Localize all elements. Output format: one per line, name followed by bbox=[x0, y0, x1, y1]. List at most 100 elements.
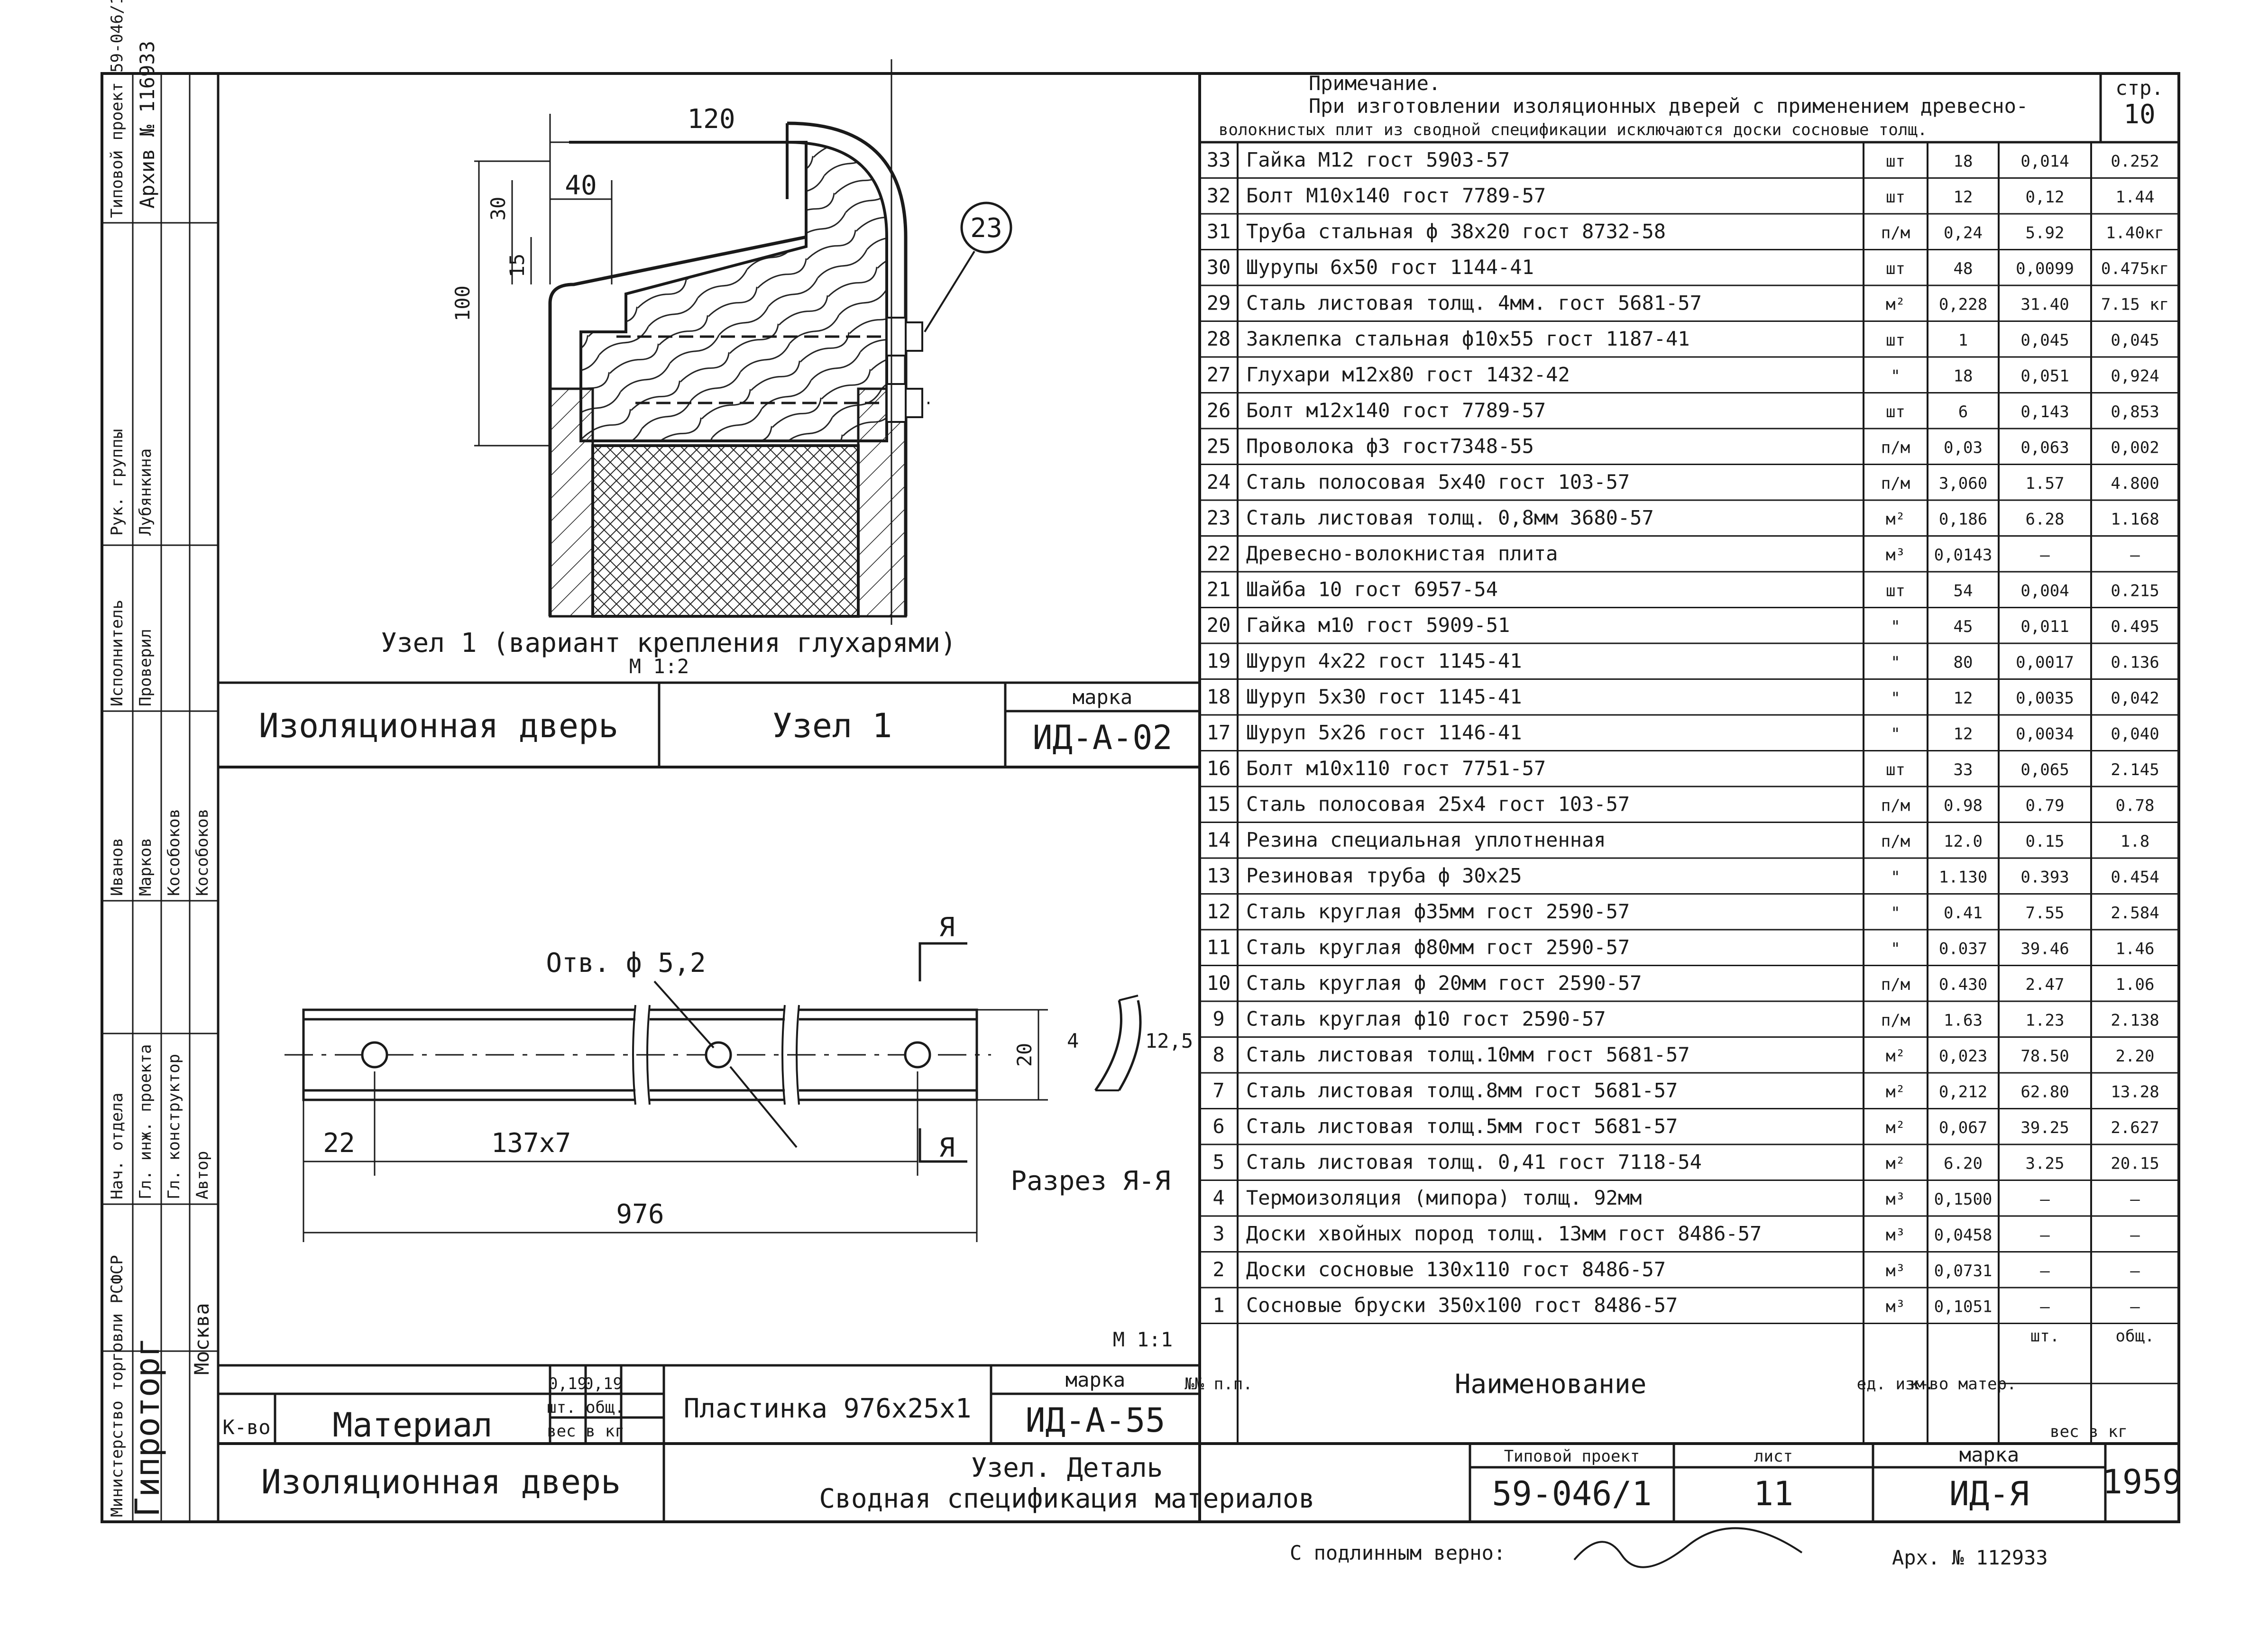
spec-cell-pos: 31 bbox=[1207, 219, 1231, 243]
spec-cell-w1: 0,0034 bbox=[2016, 724, 2074, 743]
spec-cell-w1: 0,051 bbox=[2020, 366, 2069, 385]
dim-12-5: 12,5 bbox=[1145, 1029, 1193, 1052]
spec-cell-unit: п/м bbox=[1881, 474, 1910, 493]
spec-cell-pos: 32 bbox=[1207, 184, 1231, 207]
spec-cell-pos: 5 bbox=[1212, 1150, 1224, 1173]
spec-cell-name: Сталь листовая толщ. 4мм. гост 5681-57 bbox=[1246, 291, 1702, 314]
spec-cell-qty: 0,24 bbox=[1944, 223, 1983, 242]
spec-cell-w1: 7.55 bbox=[2026, 904, 2065, 923]
node-1-scale: М 1:2 bbox=[629, 655, 689, 678]
signature bbox=[1573, 1527, 1803, 1568]
sheet-no: 10 bbox=[2123, 99, 2155, 130]
spec-cell-w2: 1.168 bbox=[2111, 510, 2159, 529]
project-label: Типовой проект bbox=[1504, 1447, 1640, 1466]
spec-cell-name: Резина специальная уплотненная bbox=[1246, 828, 1606, 851]
spec-cell-unit: шт bbox=[1886, 581, 1905, 600]
spec-cell-w2: 0,853 bbox=[2111, 402, 2159, 421]
spec-cell-w2: 0,924 bbox=[2111, 366, 2159, 385]
spec-cell-w2: 0.215 bbox=[2111, 581, 2159, 600]
spec-cell-w1: 62.80 bbox=[2020, 1082, 2069, 1101]
spec-cell-w2: 13.28 bbox=[2111, 1082, 2159, 1101]
spec-cell-qty: 18 bbox=[1954, 152, 1973, 171]
main-mark: ИД-Я bbox=[1949, 1474, 2029, 1513]
node-1-caption: Узел 1 (вариант крепления глухарями) bbox=[381, 628, 956, 658]
spec-cell-qty: 54 bbox=[1954, 581, 1973, 600]
plate-drawing: Отв. ф 5,2 22 137х7 976 20 Я Я 4 12,5 bbox=[285, 912, 1193, 1351]
stamp-name-2: Марков bbox=[136, 838, 155, 896]
spec-cell-name: Древесно-волокнистая плита bbox=[1246, 542, 1558, 565]
spec-cell-w1: 0,045 bbox=[2020, 331, 2069, 350]
spec-cell-w2: 2.627 bbox=[2111, 1118, 2159, 1137]
spec-cell-unit: п/м bbox=[1881, 1011, 1910, 1030]
spec-cell-name: Труба стальная ф 38х20 гост 8732-58 bbox=[1246, 219, 1666, 243]
section-mark-top: Я bbox=[939, 912, 955, 943]
spec-cell-name: Шуруп 5х26 гост 1146-41 bbox=[1246, 721, 1522, 744]
stamp-role-3: Гл. конструктор bbox=[165, 1054, 184, 1199]
dim-100: 100 bbox=[451, 285, 474, 321]
tb1-mark-label: марка bbox=[1073, 686, 1132, 709]
spec-cell-w1: 5.92 bbox=[2026, 223, 2065, 242]
stamp-ministry: Министерство торговли РСФСР bbox=[108, 1255, 127, 1517]
stamp-role-1: Нач. отдела bbox=[108, 1093, 127, 1199]
spec-cell-unit: м³ bbox=[1886, 1262, 1905, 1280]
note-line-2: волокнистых плит из сводной спецификации… bbox=[1219, 120, 1927, 139]
spec-cell-unit: п/м bbox=[1881, 975, 1910, 994]
dim-4: 4 bbox=[1067, 1029, 1079, 1052]
spec-cell-pos: 7 bbox=[1212, 1079, 1224, 1102]
spec-cell-qty: 0,0143 bbox=[1934, 546, 1993, 565]
spec-cell-w1: — bbox=[2040, 1190, 2050, 1209]
spec-cell-name: Сталь круглая ф80мм гост 2590-57 bbox=[1246, 935, 1630, 959]
spec-cell-unit: " bbox=[1891, 939, 1900, 958]
dim-20: 20 bbox=[1013, 1043, 1036, 1067]
spec-cell-name: Сталь круглая ф 20мм гост 2590-57 bbox=[1246, 971, 1642, 995]
main-mark-label: марка bbox=[1959, 1443, 2019, 1466]
spec-cell-w2: 0.252 bbox=[2111, 152, 2159, 171]
stamp-head-role: Рук. группы bbox=[108, 429, 127, 536]
tb2-part-name: Пластинка 976х25х1 bbox=[684, 1393, 972, 1424]
dim-976: 976 bbox=[616, 1199, 664, 1230]
spec-cell-qty: 0,0458 bbox=[1934, 1225, 1993, 1244]
spec-cell-pos: 1 bbox=[1212, 1293, 1224, 1317]
spec-cell-w1: 0,063 bbox=[2020, 438, 2069, 457]
dim-120: 120 bbox=[687, 104, 735, 135]
spec-cell-pos: 19 bbox=[1207, 649, 1231, 672]
spec-cell-pos: 9 bbox=[1212, 1007, 1224, 1030]
spec-cell-pos: 30 bbox=[1207, 256, 1231, 279]
spec-head-pos: №№ п.п. bbox=[1185, 1374, 1252, 1393]
main-title-block: Изоляционная дверь Узел. Деталь Сводная … bbox=[261, 1443, 2182, 1522]
spec-cell-w2: 2.145 bbox=[2111, 760, 2159, 779]
stamp-name-4: Кособоков bbox=[193, 809, 212, 896]
spec-cell-w2: — bbox=[2130, 1190, 2140, 1209]
project-number: 59-046/1 bbox=[1492, 1474, 1652, 1513]
spec-cell-qty: 0,186 bbox=[1939, 510, 1987, 529]
spec-cell-w2: 0,040 bbox=[2111, 724, 2159, 743]
spec-cell-unit: шт bbox=[1886, 402, 1905, 421]
spec-cell-w2: — bbox=[2130, 1225, 2140, 1244]
spec-head-unit: ед. изм. bbox=[1857, 1374, 1935, 1393]
spec-cell-qty: 0.430 bbox=[1939, 975, 1987, 994]
section-label: Разрез Я-Я bbox=[1010, 1166, 1170, 1197]
spec-cell-unit: м² bbox=[1886, 295, 1905, 314]
spec-cell-unit: шт bbox=[1886, 152, 1905, 171]
spec-cell-pos: 22 bbox=[1207, 542, 1231, 565]
spec-cell-pos: 3 bbox=[1212, 1222, 1224, 1245]
stamp-name-1: Иванов bbox=[108, 838, 127, 896]
spec-cell-w2: 1.06 bbox=[2116, 975, 2155, 994]
spec-cell-name: Шайба 10 гост 6957-54 bbox=[1246, 577, 1498, 601]
spec-cell-w2: 2.584 bbox=[2111, 904, 2159, 923]
spec-cell-pos: 2 bbox=[1212, 1258, 1224, 1281]
spec-cell-w1: 3.25 bbox=[2026, 1154, 2065, 1173]
spec-cell-qty: 0.41 bbox=[1944, 904, 1983, 923]
spec-cell-name: Сталь круглая ф10 гост 2590-57 bbox=[1246, 1007, 1606, 1030]
spec-cell-w1: 0,004 bbox=[2020, 581, 2069, 600]
dim-30: 30 bbox=[487, 197, 510, 221]
spec-cell-unit: " bbox=[1891, 653, 1900, 672]
spec-cell-name: Сосновые бруски 350х100 гост 8486-57 bbox=[1246, 1293, 1678, 1317]
spec-cell-w2: 2.20 bbox=[2116, 1047, 2155, 1066]
spec-cell-pos: 24 bbox=[1207, 470, 1231, 494]
copy-note: С подлинным верно: bbox=[1290, 1541, 1506, 1564]
spec-cell-w1: 1.57 bbox=[2026, 474, 2065, 493]
spec-cell-w1: 39.25 bbox=[2020, 1118, 2069, 1137]
spec-cell-name: Шурупы 6х50 гост 1144-41 bbox=[1246, 256, 1534, 279]
spec-cell-unit: " bbox=[1891, 689, 1900, 708]
